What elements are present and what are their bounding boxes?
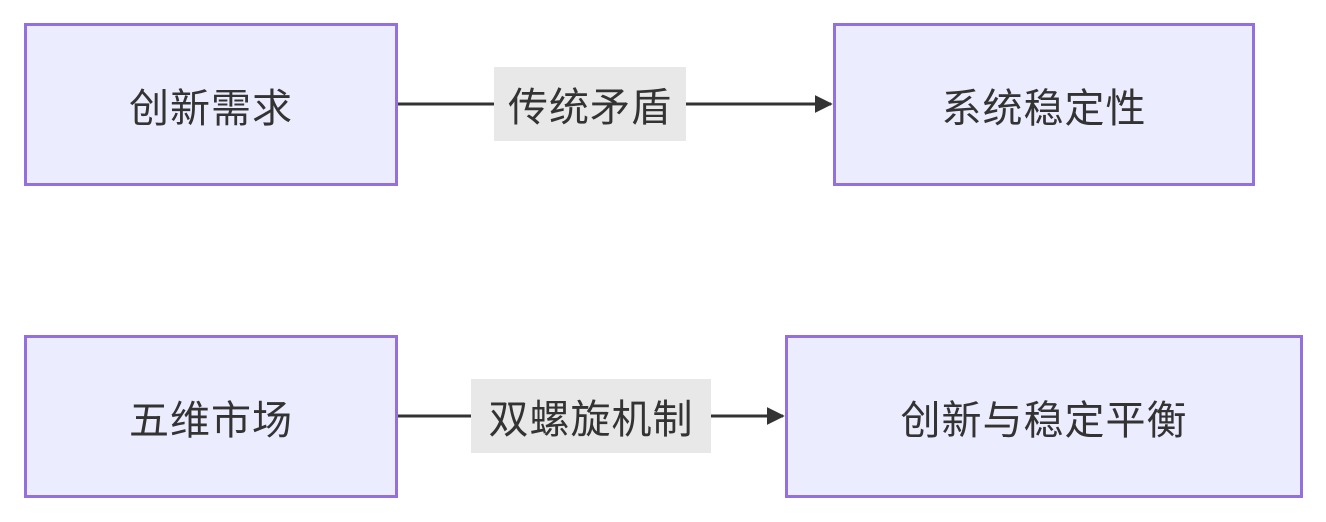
edge-label-double-helix: 双螺旋机制 [471,379,711,453]
edge-label-double-helix-text: 双螺旋机制 [488,397,694,443]
node-innovation-demand: 创新需求 [24,23,398,186]
node-system-stability: 系统稳定性 [833,23,1255,186]
node-innovation-demand-label: 创新需求 [129,85,293,132]
node-balance-label: 创新与稳定平衡 [900,397,1188,444]
node-balance: 创新与稳定平衡 [785,335,1303,498]
edge-label-traditional-conflict: 传统矛盾 [494,67,686,141]
edge-label-traditional-conflict-text: 传统矛盾 [508,85,672,131]
node-system-stability-label: 系统稳定性 [941,85,1147,132]
node-five-dim-market-label: 五维市场 [129,397,293,444]
node-five-dim-market: 五维市场 [24,335,398,498]
